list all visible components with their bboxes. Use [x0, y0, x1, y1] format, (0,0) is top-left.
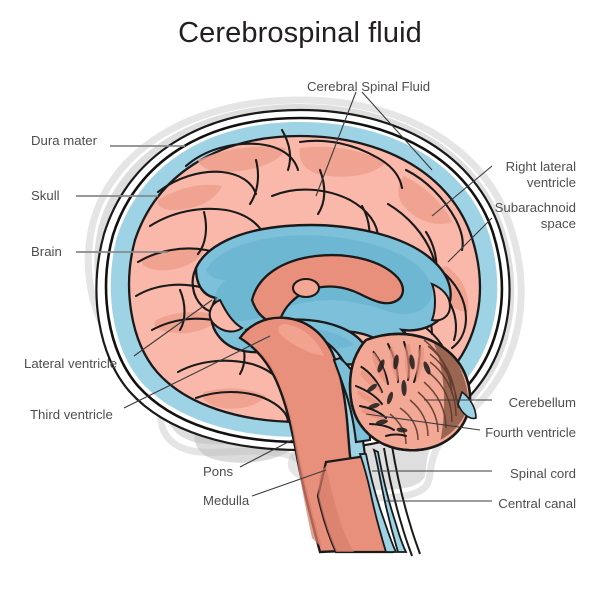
- label-pons: Pons: [203, 464, 234, 479]
- label-third-ventricle: Third ventricle: [30, 407, 113, 422]
- leader-csf-right: [361, 91, 433, 171]
- label-right-lateral-ventricle-line2: ventricle: [526, 174, 576, 190]
- label-cerebral-spinal-fluid: Cerebral Spinal Fluid: [307, 79, 431, 94]
- leader-subarachnoid-space: [447, 217, 493, 263]
- leader-csf-left: [315, 91, 357, 197]
- label-spinal-cord: Spinal cord: [510, 466, 576, 481]
- leader-lateral-ventricle: [133, 299, 213, 357]
- label-cerebellum: Cerebellum: [508, 395, 576, 410]
- brainstem: [238, 316, 421, 557]
- leader-third-ventricle: [123, 335, 271, 409]
- label-brain: Brain: [31, 244, 62, 259]
- leader-right-lateral-ventricle: [431, 165, 493, 217]
- label-subarachnoid-space-line1: Subarachnoid: [494, 200, 576, 215]
- label-medulla: Medulla: [203, 493, 250, 508]
- leader-medulla: [251, 469, 327, 497]
- page-title: Cerebrospinal fluid: [178, 17, 422, 49]
- leader-lines: [76, 91, 493, 502]
- label-skull: Skull: [31, 188, 60, 203]
- label-subarachnoid-space-line2: space: [540, 215, 576, 231]
- label-right-lateral-ventricle-line1: Right lateral: [505, 159, 576, 174]
- central-canal: [358, 453, 398, 553]
- label-fourth-ventricle: Fourth ventricle: [485, 425, 576, 440]
- arbor-vitae: [355, 337, 469, 447]
- leader-pons: [239, 439, 293, 468]
- label-lateral-ventricle: Lateral ventricle: [24, 356, 118, 371]
- label-dura-mater: Dura mater: [31, 133, 97, 148]
- label-central-canal: Central canal: [498, 496, 576, 511]
- cerebellum: [348, 332, 472, 452]
- corpus-callosum: [250, 254, 405, 324]
- leader-fourth-ventricle: [365, 413, 481, 431]
- csf-cerebellar-pocket: [457, 390, 477, 420]
